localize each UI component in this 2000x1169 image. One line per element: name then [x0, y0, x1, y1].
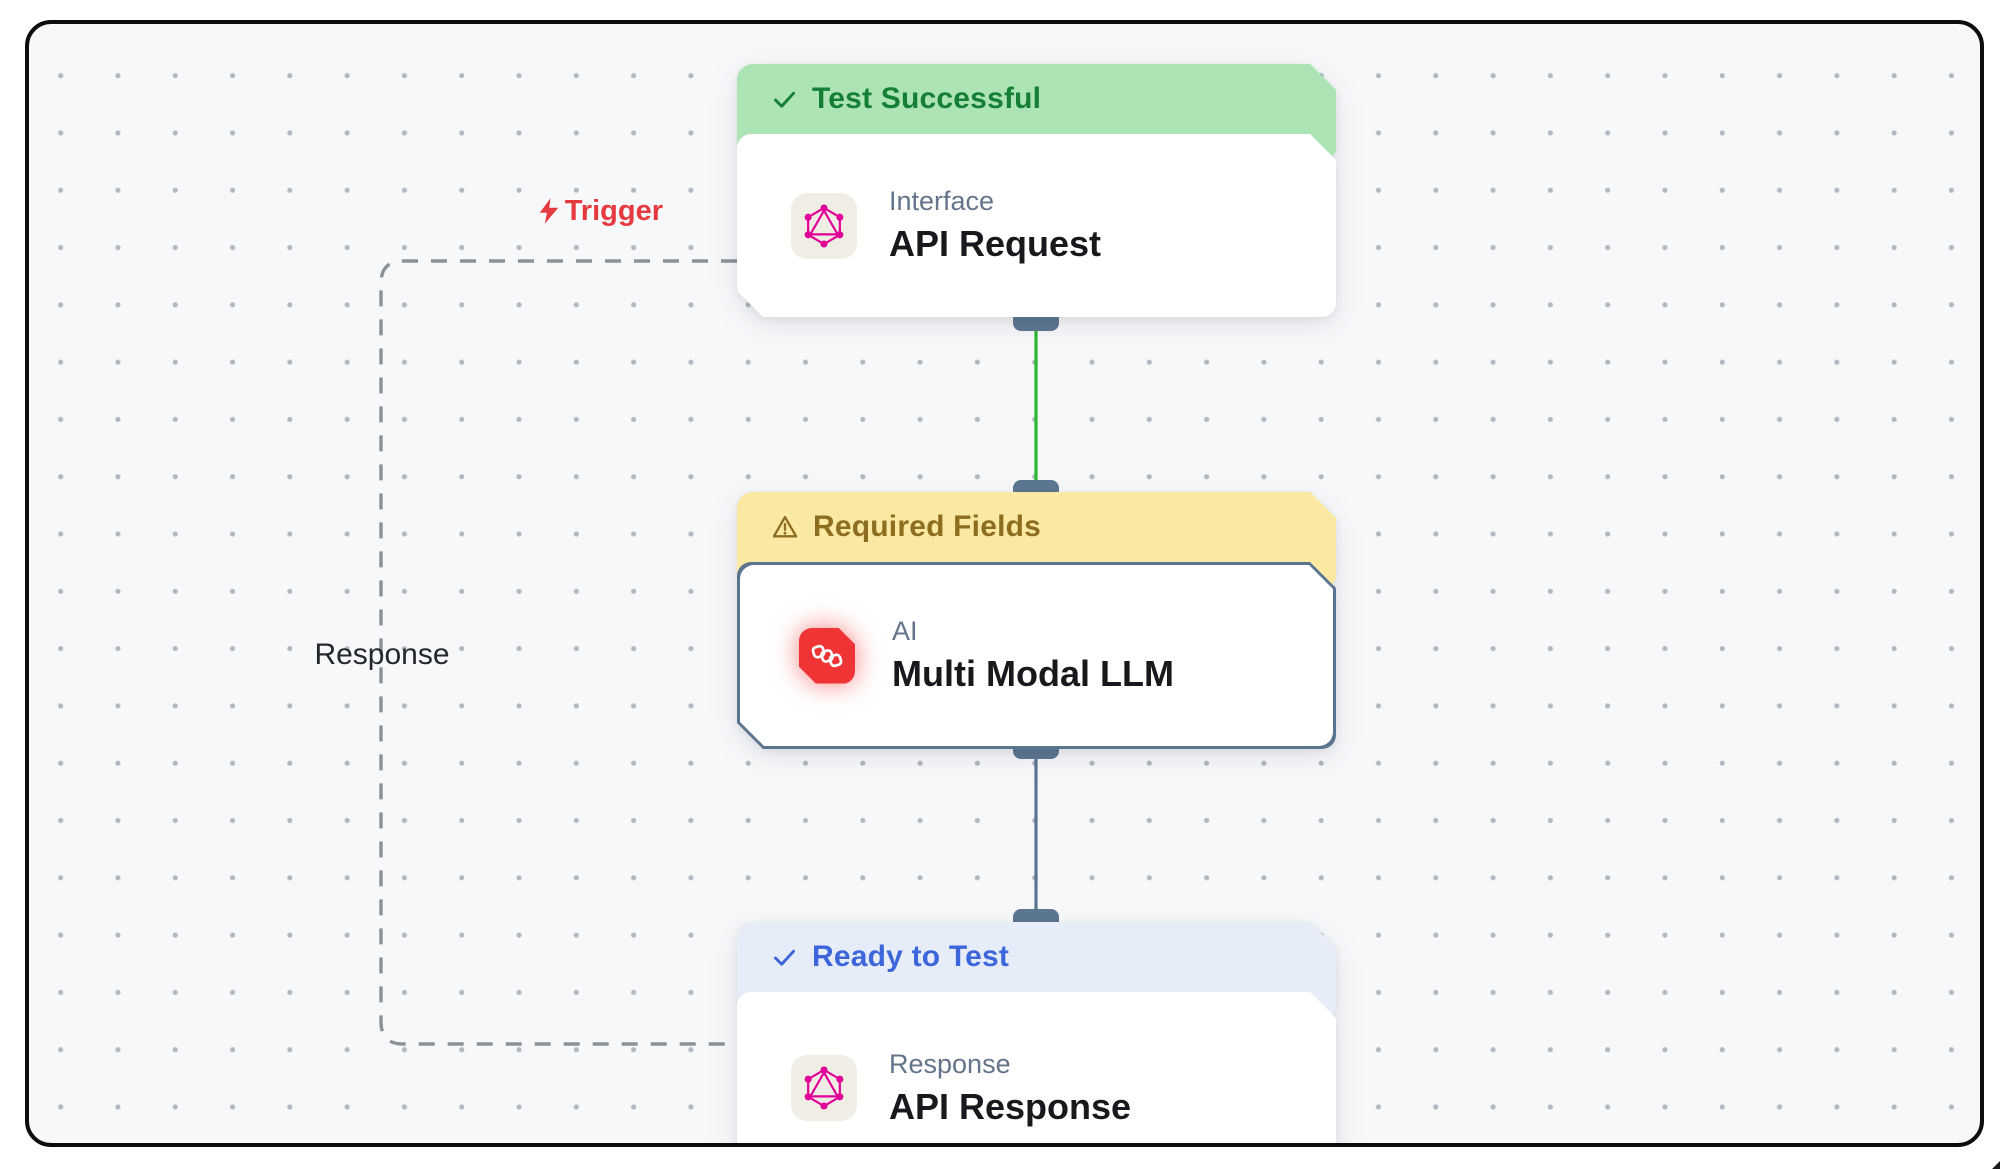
status-banner-label: Required Fields — [813, 510, 1042, 543]
response-loop-wire — [379, 259, 737, 1046]
check-icon — [771, 944, 798, 971]
node-selection-border: AI Multi Modal LLM — [737, 562, 1336, 749]
node-body[interactable]: Interface API Request — [737, 134, 1336, 317]
node-body[interactable]: Response API Response — [737, 992, 1336, 1147]
graphql-icon — [791, 1055, 857, 1121]
trigger-label: Trigger — [507, 190, 663, 232]
warning-icon — [771, 513, 799, 541]
status-banner-label: Ready to Test — [812, 940, 1010, 973]
node-title: API Response — [889, 1085, 1132, 1127]
graphql-icon — [791, 193, 857, 259]
node-api-response[interactable]: Ready to Test R — [737, 922, 1336, 1147]
node-category: Interface — [889, 186, 995, 217]
response-label: Response — [314, 638, 450, 671]
ai-chain-icon — [794, 623, 860, 689]
node-multi-modal-llm[interactable]: Required Fields — [737, 492, 1336, 749]
node-title: API Request — [889, 223, 1102, 265]
node-api-request[interactable]: Test Successful — [737, 64, 1336, 317]
node-category: Response — [889, 1048, 1011, 1079]
check-icon — [771, 86, 798, 113]
status-banner-label: Test Successful — [812, 82, 1042, 115]
lightning-bolt-icon — [539, 198, 558, 224]
workflow-canvas[interactable]: Test Successful — [25, 20, 1984, 1147]
node-category: AI — [892, 616, 918, 647]
node-title: Multi Modal LLM — [892, 653, 1174, 695]
connection-wires — [379, 259, 1038, 1046]
mouse-cursor — [1989, 1158, 2000, 1169]
trigger-label-text: Trigger — [564, 194, 663, 227]
node-body[interactable]: AI Multi Modal LLM — [740, 565, 1333, 746]
